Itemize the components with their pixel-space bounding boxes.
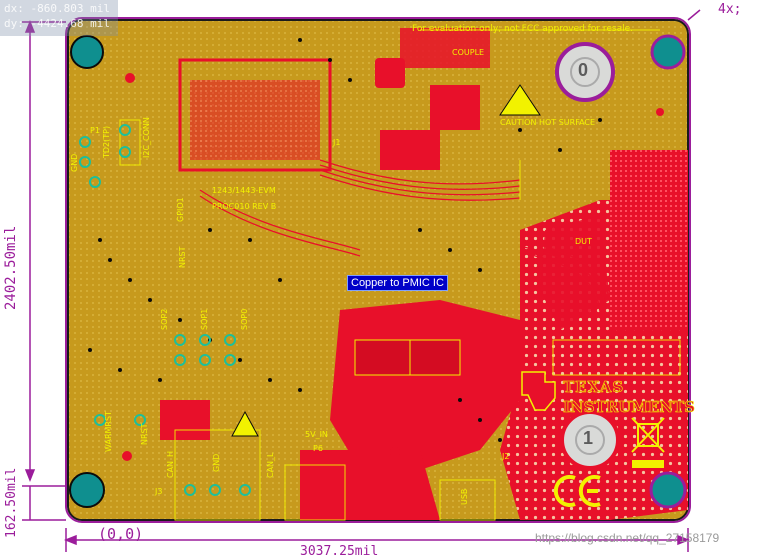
tooling-dots: [122, 73, 664, 461]
inductor-pad-2: [409, 339, 461, 376]
connector-j1-pads: [190, 80, 320, 160]
hud-dy-readout: dy: -4424.68 mil: [4, 17, 110, 30]
label-nrst-a: NRST: [178, 246, 187, 268]
dimension-origin: (0,0): [98, 525, 144, 543]
mount-hole-bl: [69, 472, 105, 508]
connector-j1-outline: [178, 58, 332, 172]
label-td2-tp: TD2(TP): [102, 125, 111, 158]
label-usb: USB: [460, 488, 469, 505]
fcc-notice: For evaluation only; not FCC approved fo…: [412, 24, 634, 34]
label-couple: COUPLE: [452, 48, 485, 57]
hud-backdrop: [0, 0, 118, 36]
dimension-vertical-small: 162.50mil: [4, 467, 19, 538]
weee-bar: [632, 460, 664, 468]
mount-hole-tr: [650, 34, 686, 70]
dimension-horizontal-main: 3037.25mil: [300, 544, 379, 557]
label-sop0: SOP0: [240, 308, 249, 330]
ti-logo-mark: [521, 371, 556, 411]
label-can-l: CAN_L: [266, 452, 275, 479]
ti-brand-bottom: INSTRUMENTS: [563, 398, 696, 417]
fiducial-1: [560, 410, 620, 470]
esd-warning-symbol: [231, 410, 259, 437]
dut-pour: [540, 215, 610, 330]
label-dut: DUT: [575, 237, 592, 246]
weee-symbol: [631, 417, 665, 453]
silk-lines: [119, 29, 681, 521]
label-p1: P1: [90, 126, 100, 135]
label-i2c-conn: I2C_CONN: [142, 117, 151, 158]
label-board-rev: 1243/1443-EVM: [212, 186, 276, 195]
label-warmrst: WARMRST: [104, 411, 113, 452]
label-gnd-b: GND: [212, 453, 221, 472]
red-pad-can: [160, 400, 210, 440]
hot-surface-symbol: [499, 84, 541, 116]
red-pad-a: [375, 58, 405, 88]
mount-hole-br: [649, 471, 687, 509]
label-can-h: CAN_H: [166, 450, 175, 478]
label-sop1: SOP1: [200, 308, 209, 330]
fiducial-0: [555, 42, 615, 102]
dimension-lines: [22, 9, 701, 552]
trace-bundle-top: [199, 159, 611, 313]
dimension-vertical-main: 2402.50mil: [3, 225, 19, 310]
watermark: https://blog.csdn.net/qq_27158179: [535, 531, 720, 545]
red-pad-c: [380, 130, 440, 170]
ti-brand-top: TEXAS: [563, 378, 625, 397]
label-5v-in: 5V_IN: [305, 430, 328, 439]
test-points: [79, 124, 251, 496]
label-j2: J2: [502, 452, 510, 461]
label-j3: J3: [155, 487, 163, 496]
zoom-label: 4x;: [718, 2, 742, 17]
usb-pad: [320, 465, 365, 510]
mount-hole-tl: [70, 35, 104, 69]
label-sop2: SOP2: [160, 308, 169, 330]
label-gnd-a: GND: [70, 153, 79, 172]
fiducial-label-1: 1: [583, 428, 594, 448]
fiducial-label-0: 0: [578, 60, 589, 80]
ce-mark: [553, 475, 601, 507]
coupler-pour: [400, 28, 490, 68]
hud-dx-readout: dx: -860.803 mil: [4, 2, 110, 15]
net-tooltip: Copper to PMIC IC: [347, 275, 448, 291]
label-nrst-b: NRST: [140, 423, 149, 445]
label-gpio: GPIO1: [176, 197, 185, 222]
red-pad-b: [430, 85, 480, 130]
inductor-pad: [354, 339, 411, 376]
board-outline: [65, 17, 691, 523]
label-p6: P6: [313, 444, 323, 453]
label-caution: CAUTION HOT SURFACE: [500, 118, 596, 127]
antenna-pads: [610, 150, 688, 330]
label-board-rev2: PROC010 REV B: [212, 202, 277, 211]
label-j1: J1: [333, 138, 341, 147]
